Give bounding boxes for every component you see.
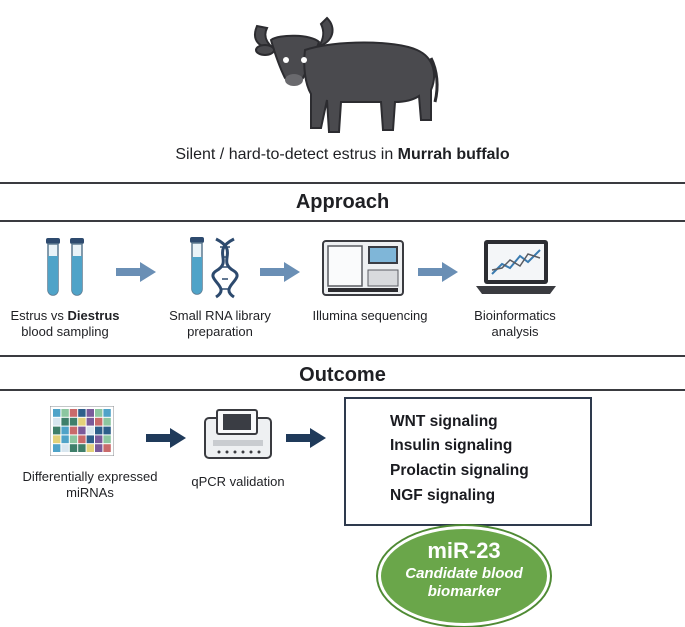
divider (0, 220, 685, 222)
dna-tube-icon (190, 237, 239, 299)
divider (0, 182, 685, 184)
arrow-right-icon (260, 262, 300, 282)
arrow-right-icon (418, 262, 458, 282)
laptop-chart-icon (476, 240, 556, 294)
approach-title: Approach (295, 191, 390, 213)
divider (0, 355, 685, 357)
pathway-item: Prolactin signaling (390, 462, 529, 479)
pathway-list: WNT signaling Insulin signaling Prolacti… (344, 397, 592, 526)
step-qpcr-label: qPCR validation (191, 474, 285, 489)
arrow-right-icon (146, 428, 186, 448)
step-sequencing-label: Illumina sequencing (312, 308, 428, 323)
divider (0, 389, 685, 391)
buffalo-icon (254, 16, 439, 133)
pathway-item: NGF signaling (390, 487, 496, 504)
heatmap-icon (50, 406, 114, 456)
arrow-right-icon (116, 262, 156, 282)
outcome-title: Outcome (299, 364, 386, 386)
pathway-item: WNT signaling (390, 413, 498, 430)
arrow-right-icon (286, 428, 326, 448)
qpcr-machine-icon (204, 409, 272, 459)
pathway-item: Insulin signaling (390, 437, 513, 454)
test-tubes-icon (46, 238, 84, 296)
study-subject: Silent / hard-to-detect estrus in Murrah… (175, 146, 510, 163)
biomarker-name: miR-23 (427, 538, 501, 563)
sequencer-icon (322, 240, 404, 296)
